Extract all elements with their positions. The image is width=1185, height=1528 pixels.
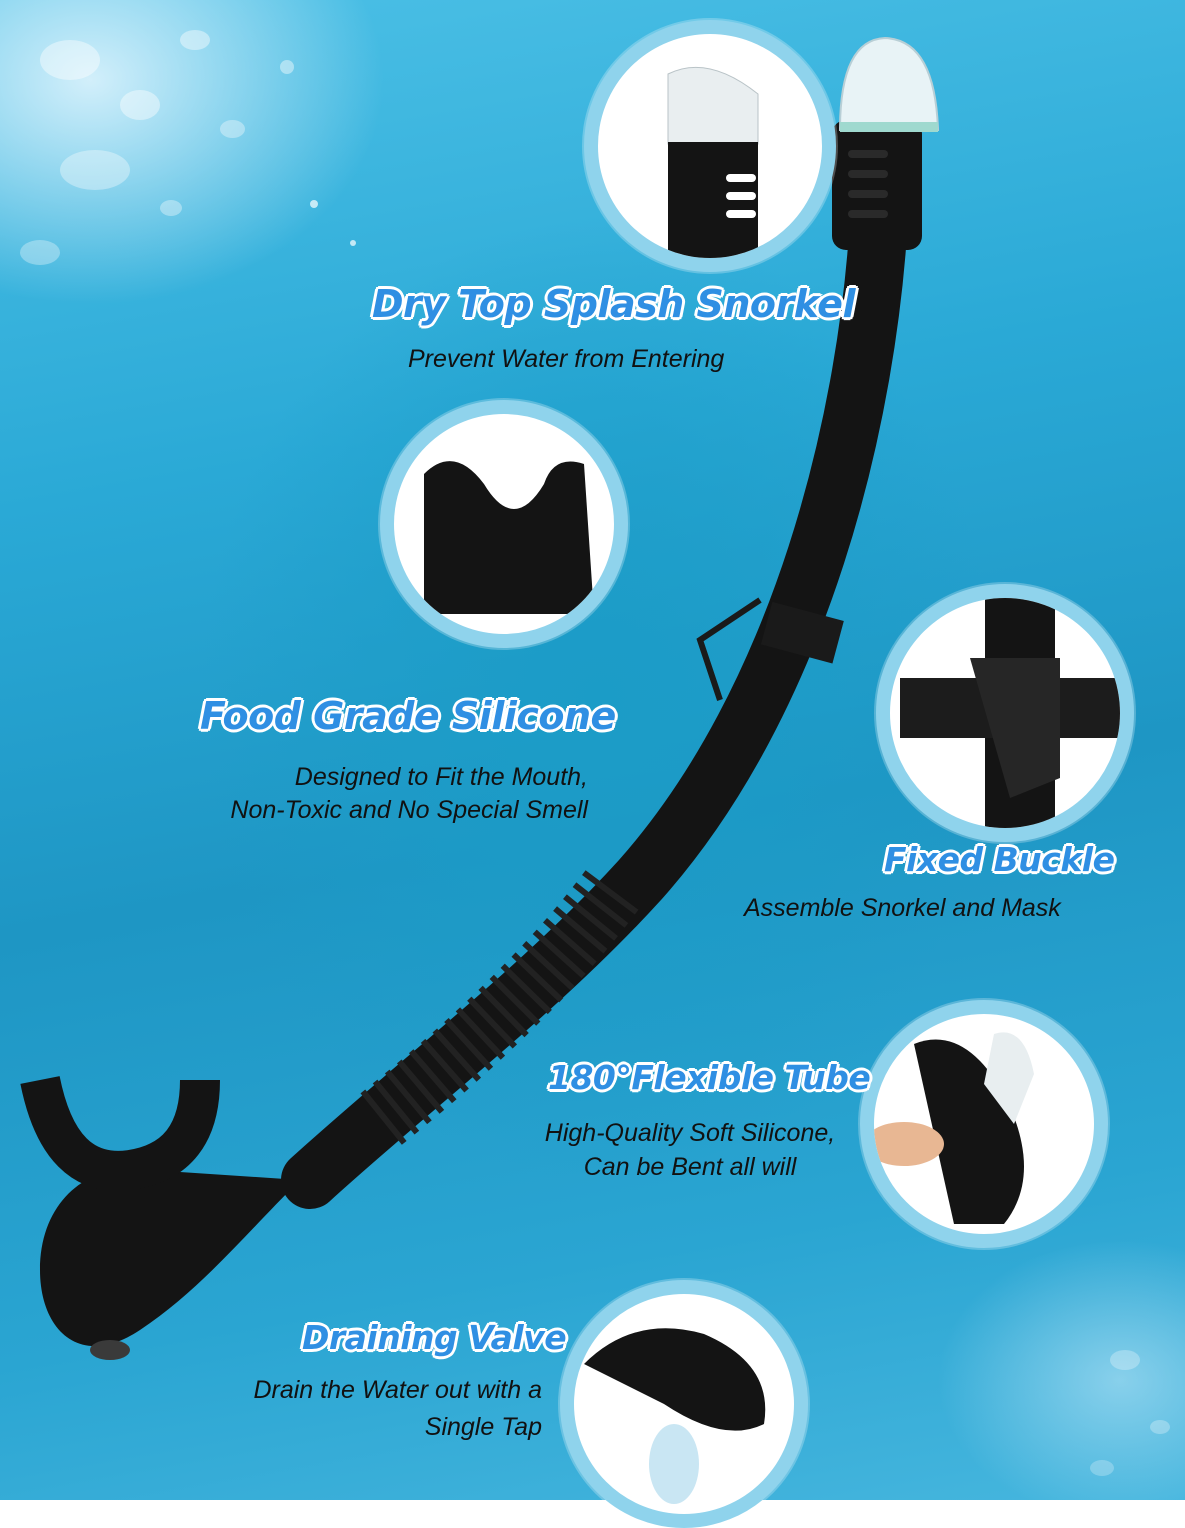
feature-image-flexible-tube	[860, 1000, 1108, 1248]
feature-title-flexible-tube: 180°Flexible Tube	[548, 1058, 871, 1097]
feature-desc-draining-valve-line1: Drain the Water out with a	[253, 1376, 542, 1404]
feature-image-draining-valve	[560, 1280, 808, 1528]
feature-image-mouthpiece	[380, 400, 628, 648]
feature-desc-flexible-tube-line1: High-Quality Soft Silicone,	[544, 1119, 836, 1147]
feature-title-dry-top: Dry Top Splash Snorkel	[372, 282, 855, 326]
feature-title-buckle: Fixed Buckle	[884, 840, 1115, 879]
feature-desc-draining-valve-line2: Single Tap	[424, 1413, 542, 1441]
feature-desc-flexible-tube-line2: Can be Bent all will	[583, 1153, 797, 1181]
feature-desc-buckle: Assemble Snorkel and Mask	[744, 894, 1061, 922]
feature-desc-dry-top: Prevent Water from Entering	[408, 345, 725, 373]
feature-image-dry-top	[584, 20, 836, 272]
feature-title-draining-valve: Draining Valve	[302, 1318, 567, 1357]
feature-title-food-grade: Food Grade Silicone	[200, 694, 616, 738]
feature-image-buckle	[876, 584, 1134, 842]
feature-desc-food-grade-line1: Designed to Fit the Mouth,	[294, 763, 588, 791]
feature-desc-food-grade-line2: Non-Toxic and No Special Smell	[230, 796, 588, 824]
